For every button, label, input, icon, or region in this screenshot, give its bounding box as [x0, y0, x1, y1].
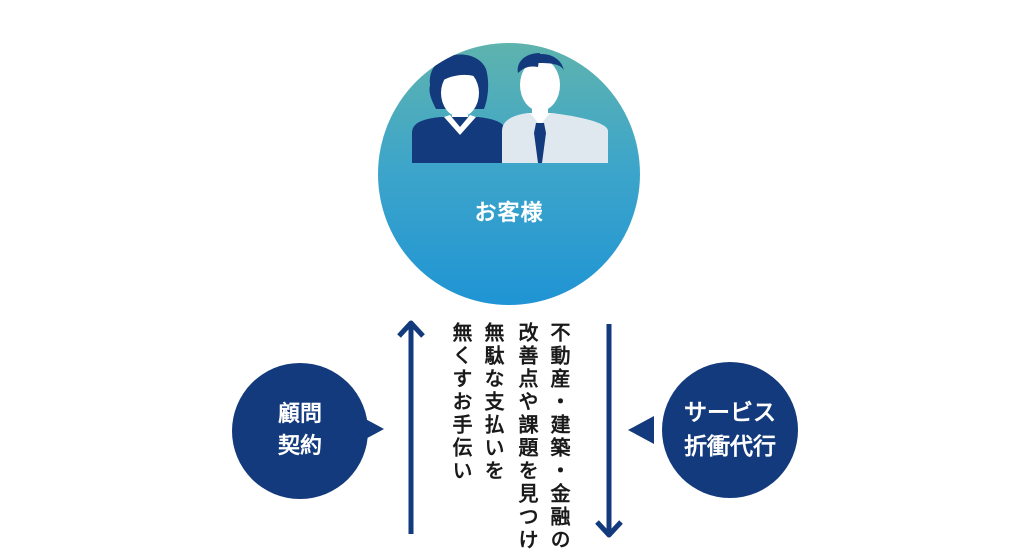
vertical-text-col-2: 改善点や課題を見つけ — [515, 322, 539, 552]
arrow-up-icon — [397, 320, 425, 534]
service-bubble-tail — [628, 416, 654, 444]
negotiation-service-bubble: サービス 折衝代行 — [662, 362, 798, 498]
advisory-bubble-tail — [358, 415, 384, 443]
service-line-2: 折衝代行 — [684, 434, 776, 460]
vertical-text-col-1: 不動産・建築・金融の — [547, 322, 571, 552]
customer-circle: お客様 — [378, 43, 640, 305]
advisory-line-2: 契約 — [277, 434, 322, 459]
vertical-text-col-4: 無くすお手伝い — [449, 322, 473, 483]
customer-label: お客様 — [474, 201, 544, 226]
advisory-line-1: 顧問 — [277, 402, 322, 427]
arrow-down-icon — [595, 324, 623, 538]
advisory-contract-bubble: 顧問 契約 — [232, 363, 368, 499]
vertical-text-col-3: 無駄な支払いを — [481, 322, 505, 483]
service-line-1: サービス — [684, 400, 776, 426]
business-people-icon — [412, 53, 608, 163]
